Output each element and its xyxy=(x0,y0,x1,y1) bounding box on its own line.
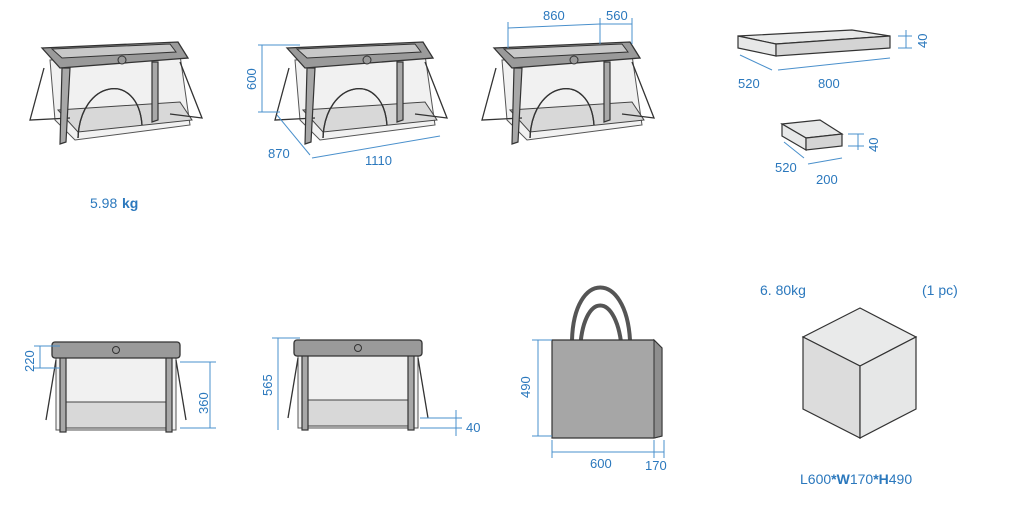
crib-length-label: 1110 xyxy=(365,153,392,168)
length-dimension-line xyxy=(311,135,441,159)
top-length-line xyxy=(507,23,601,29)
inner-height-label: 360 xyxy=(196,392,211,414)
crib-depth-label: 870 xyxy=(268,146,290,161)
top-width-label: 560 xyxy=(606,8,628,23)
crib-illustration xyxy=(29,41,203,145)
crib-weight-value: 5.98 xyxy=(90,195,117,211)
crib-front-view-b xyxy=(287,339,429,431)
carton-dimensions-label: L600*W170*H490 xyxy=(800,471,912,487)
rim-height-label: 220 xyxy=(22,350,37,372)
small-mattress-illustration xyxy=(780,119,844,152)
floor-height-label: 40 xyxy=(466,420,480,435)
crib-height-label: 600 xyxy=(244,68,259,90)
large-mattress-width-label: 520 xyxy=(738,76,760,91)
bag-width-label: 170 xyxy=(645,458,667,473)
carton-weight-label: 6. 80kg xyxy=(760,282,806,298)
small-mattress-thickness-label: 40 xyxy=(866,138,881,152)
bag-height-label: 490 xyxy=(518,376,533,398)
crib-top-illustration xyxy=(481,41,655,145)
crib-weight-unit: kg xyxy=(122,195,138,211)
total-height-label: 565 xyxy=(260,374,275,396)
crib-front-view-a xyxy=(45,341,187,433)
large-mattress-length-label: 800 xyxy=(818,76,840,91)
large-mattress-illustration xyxy=(737,29,891,57)
small-mattress-length-label: 200 xyxy=(816,172,838,187)
carry-bag-illustration xyxy=(551,285,663,439)
bag-length-label: 600 xyxy=(590,456,612,471)
crib-dimensions-illustration xyxy=(274,41,448,145)
small-mattress-width-label: 520 xyxy=(775,160,797,175)
large-mattress-thickness-label: 40 xyxy=(915,34,930,48)
depth-dimension-line xyxy=(276,114,311,156)
top-length-label: 860 xyxy=(543,8,565,23)
carton-quantity-label: (1 pc) xyxy=(922,282,958,298)
carton-box-illustration xyxy=(801,307,918,439)
